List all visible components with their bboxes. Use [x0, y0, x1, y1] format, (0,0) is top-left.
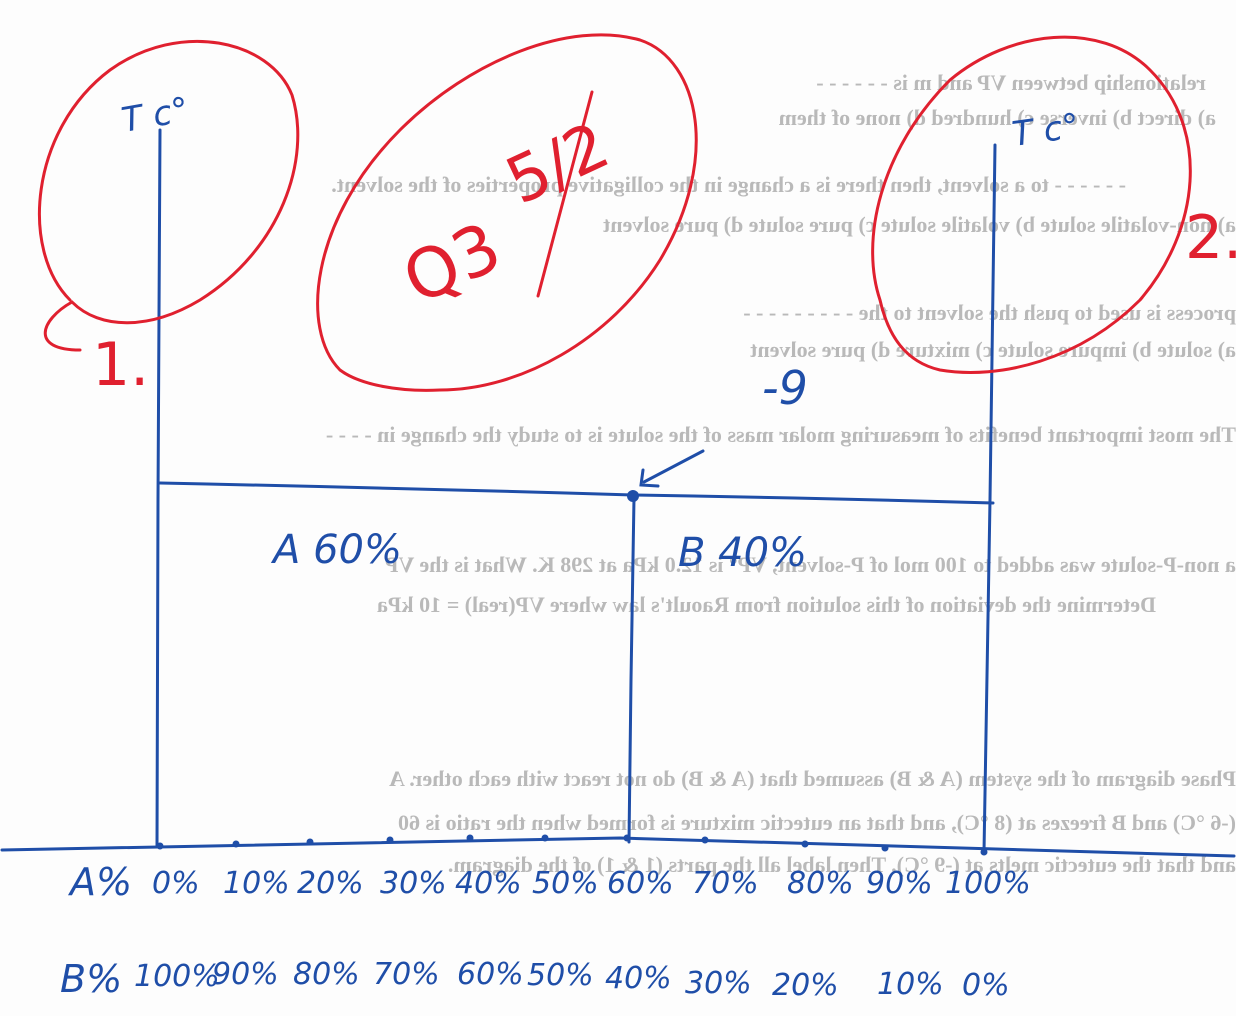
a-tick-label: 10% [223, 866, 290, 901]
bleed-line-8: a non-P-solute was added to 100 mol of P… [385, 552, 1236, 577]
baseline-tick-dot [701, 836, 709, 844]
region-b-label: B 40% [678, 530, 807, 576]
a-tick-label: 50% [532, 866, 599, 901]
a-tick-label: 90% [866, 866, 933, 901]
a-tick-label: 30% [380, 866, 447, 901]
center-score-label: 5/2 [495, 109, 620, 220]
a-tick-label: 0% [152, 866, 200, 901]
a-tick-label: 60% [607, 866, 674, 901]
right-grading-loop [871, 35, 1192, 374]
left-grading-loop [37, 39, 300, 352]
right-axis-label: T c° [1010, 106, 1082, 155]
baseline-tick-dot [881, 844, 889, 852]
baseline-tick-dot [623, 834, 631, 842]
row-b-label: B% [60, 957, 122, 1001]
b-tick-label: 30% [685, 966, 752, 1001]
eutectic-point [627, 490, 639, 502]
eutectic-arrow-shaft [642, 449, 705, 484]
left-corner-number: 1. [92, 330, 149, 400]
b-tick-label: 20% [772, 968, 839, 1003]
b-tick-label: 100% [134, 959, 220, 994]
baseline-tick-dot [466, 834, 474, 842]
right-corner-number: 2. [1185, 203, 1236, 273]
a-tick-label: 80% [787, 866, 854, 901]
score-fraction-slash [536, 90, 594, 298]
a-tick-label: 20% [297, 866, 364, 901]
bleed-line-7: The most important benefits of measuring… [326, 422, 1236, 447]
bleed-line-1: relationship between VP and m is - - - -… [816, 70, 1206, 95]
right-temperature-axis [982, 143, 997, 854]
baseline-tick-dot [156, 842, 164, 850]
baseline-tick-dot [232, 840, 240, 848]
b-percent-row: 100% 90% 80% 70% 60% 50% 40% 30% 20% 10%… [134, 957, 1010, 1003]
bleed-line-9: Determine the deviation of this solution… [377, 592, 1156, 617]
baseline-axis [0, 836, 1236, 858]
bleed-through-text: relationship between VP and m is - - - -… [326, 70, 1236, 877]
a-tick-label: 100% [945, 866, 1031, 901]
bleed-line-11: (-6 °C) and B freezes at (8 °C), and tha… [398, 810, 1236, 835]
region-a-label: A 60% [270, 527, 402, 573]
baseline-tick-dot [386, 836, 394, 844]
b-tick-label: 0% [962, 968, 1010, 1003]
a-percent-row: 0% 10% 20% 30% 40% 50% 60% 70% 80% 90% 1… [152, 866, 1031, 901]
a-tick-label: 70% [692, 866, 759, 901]
baseline-tick-dot [980, 848, 988, 856]
left-axis-label: T c° [119, 90, 192, 141]
tick-dots [156, 834, 988, 856]
baseline-tick-dot [801, 840, 809, 848]
center-grading-loop [316, 33, 698, 392]
center-question-label: Q3 [392, 208, 513, 321]
b-tick-label: 60% [457, 957, 524, 992]
row-a-label: A% [67, 860, 132, 904]
bleed-line-10: Phase diagram of the system (A & B) assu… [389, 766, 1236, 791]
eutectic-horizontal-line [158, 481, 995, 505]
eutectic-temperature-label: -9 [762, 361, 808, 415]
bleed-line-12: and that the eutectic melts at (-9 °C). … [448, 852, 1236, 877]
bleed-line-5: process is used to push the solvent to t… [743, 300, 1236, 325]
b-tick-label: 50% [527, 958, 594, 993]
bleed-line-2: a) direct b) inverse c) hundred d) none … [779, 105, 1216, 130]
bleed-line-3: - - - - - - to a solvent, then there is … [331, 172, 1126, 197]
a-tick-label: 40% [455, 866, 522, 901]
b-tick-label: 80% [293, 957, 360, 992]
b-tick-label: 70% [373, 957, 440, 992]
b-tick-label: 10% [877, 967, 944, 1002]
bleed-line-4: a) non-volatile solute b) volatile solut… [602, 212, 1236, 237]
baseline-tick-dot [541, 834, 549, 842]
b-tick-label: 90% [212, 957, 279, 992]
left-temperature-axis [155, 128, 162, 848]
baseline-tick-dot [306, 838, 314, 846]
b-tick-label: 40% [605, 961, 672, 996]
eutectic-arrow-head [639, 468, 660, 488]
eutectic-vertical-line [627, 496, 636, 844]
